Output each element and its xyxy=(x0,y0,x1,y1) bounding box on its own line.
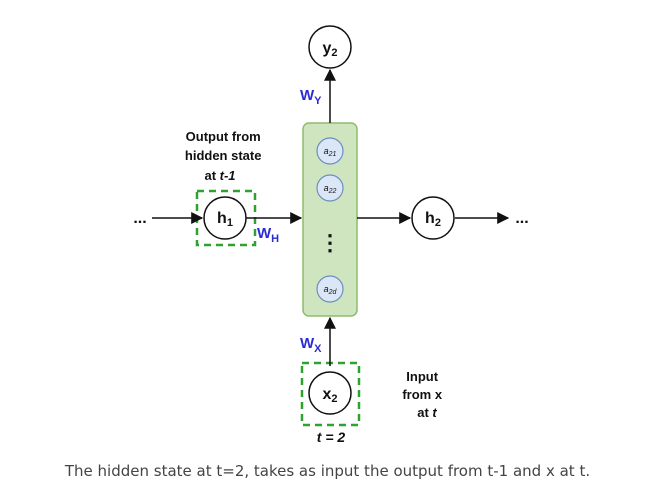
node-h1-label: h1 xyxy=(217,210,233,229)
weight-wy-label: WY xyxy=(300,87,322,107)
node-x2-label: x2 xyxy=(322,386,337,405)
hidden-unit-a2d-label: a2d xyxy=(324,284,338,296)
node-h2-label: h2 xyxy=(425,210,441,229)
figure-caption: The hidden state at t=2, takes as input … xyxy=(64,462,591,480)
hidden-unit-a22-label: a22 xyxy=(324,183,337,195)
node-y2-circle xyxy=(308,25,352,69)
output-prev-annotation: Output from hidden state at t-1 xyxy=(185,129,265,183)
hidden-unit-a22-circle xyxy=(316,174,344,202)
weight-wx-label: WX xyxy=(300,335,322,355)
left-ellipsis: ... xyxy=(133,210,146,227)
node-h1-circle xyxy=(203,196,247,240)
time-step-label: t = 2 xyxy=(317,429,346,445)
hidden-unit-a21-circle xyxy=(316,137,344,165)
node-y2-label: y2 xyxy=(322,40,337,59)
hidden-unit-a2d-circle xyxy=(316,275,344,303)
weight-wh-label: WH xyxy=(257,225,279,245)
hidden-unit-ellipsis: ⋮ xyxy=(319,230,341,255)
hidden-unit-a21-label: a21 xyxy=(324,146,337,158)
rnn-diagram: y2 h1 h2 x2 a21 a22 ⋮ a2d WY WH WX ... .… xyxy=(133,25,529,445)
right-ellipsis: ... xyxy=(515,210,528,227)
node-x2-circle xyxy=(308,371,352,415)
input-annotation: Input from x at t xyxy=(402,369,445,420)
node-h2-circle xyxy=(411,196,455,240)
